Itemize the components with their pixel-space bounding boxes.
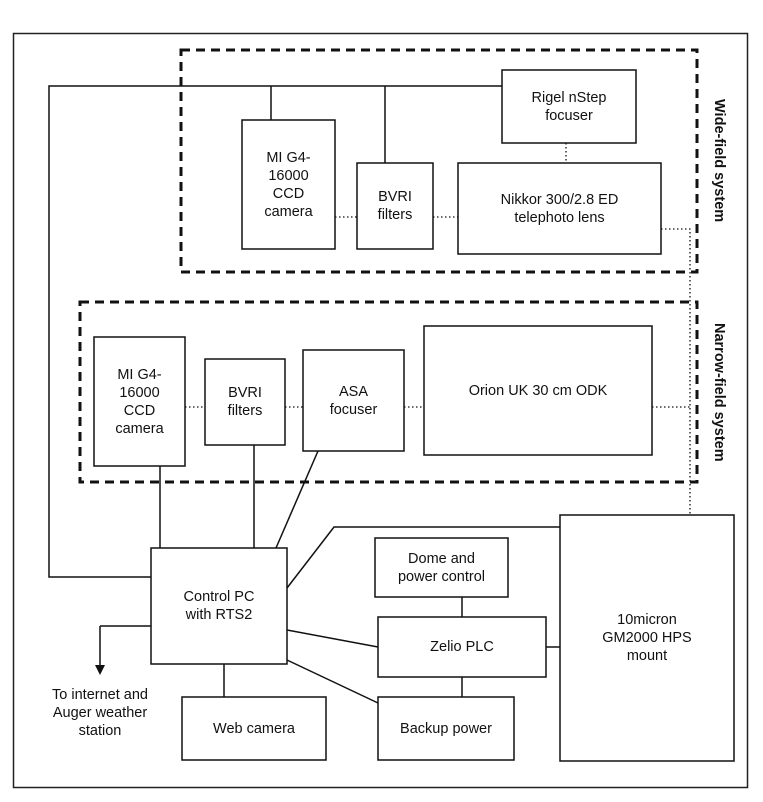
outer-frame [12,32,749,789]
mount-box [559,514,735,762]
narrow-ccd-label: MI G4- 16000 CCD camera [115,366,164,437]
internet-arrowhead [95,665,105,675]
narrow-filters-box [204,358,286,446]
narrow-ccd-box [93,336,186,467]
dome-box [374,537,509,598]
narrow-field-label: Narrow-field system [711,322,727,462]
pc-to-mount-cable [286,526,560,589]
narrow-filters-label: BVRI filters [227,385,263,419]
pc-to-zelio-cable [286,629,379,648]
dotted-connections [185,143,691,515]
rigel-box [501,69,637,144]
wide-field-group-frame [179,48,699,274]
pc-to-backup-cable [286,659,379,704]
orion-label: Orion UK 30 cm ODK [468,382,608,399]
wide-ccd-box [241,119,336,250]
backup-box [377,696,515,761]
backup-label: Backup power [400,720,492,737]
control-pc-label: Control PC with RTS2 [183,589,255,623]
zelio-box [377,616,547,678]
orion-box [423,325,653,456]
nikkor-label: Nikkor 300/2.8 ED telephoto lens [500,191,619,226]
wide-ccd-label: MI G4- 16000 CCD camera [264,149,313,220]
rigel-label: Rigel nStep focuser [531,89,607,124]
webcam-box [181,696,327,761]
internet-note: To internet and Auger weather station [52,687,148,739]
component-boxes [93,69,735,762]
asa-label: ASA focuser [329,383,378,418]
dome-label: Dome and power control [397,550,486,585]
wide-filters-label: BVRI filters [377,189,413,223]
webcam-label: Web camera [213,720,295,737]
control-pc-box [150,547,288,665]
zelio-label: Zelio PLC [430,639,494,655]
asa-box [302,349,405,452]
wide-filters-box [356,162,434,250]
solid-connections [48,85,560,704]
nikkor-to-mount-link [661,228,691,515]
asa-cable [275,450,319,549]
wide-field-label: Wide-field system [711,99,727,223]
nikkor-box [457,162,662,255]
wide-field-to-pc-cable [48,85,502,578]
mount-label: 10micron GM2000 HPS mount [602,612,692,664]
narrow-field-group-frame [78,300,699,484]
